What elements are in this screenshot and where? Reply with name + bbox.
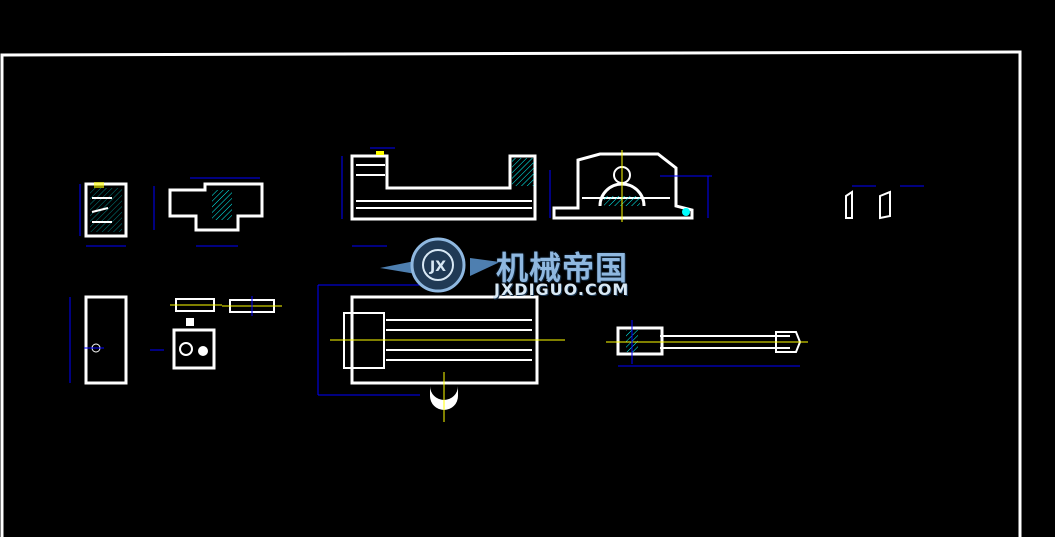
part-a-side-view xyxy=(153,177,264,247)
part-b-front-view xyxy=(69,295,128,385)
part-b-pin-view xyxy=(222,296,282,316)
drawing-frame xyxy=(0,50,1022,537)
part-c-plan-view xyxy=(317,284,565,422)
watermark-url: JXDIGUO.COM xyxy=(494,280,630,299)
part-b-top-view xyxy=(150,298,222,370)
part-f-fastener-views xyxy=(845,185,924,220)
part-c-front-view xyxy=(341,147,537,247)
watermark-name: 机械帝国 xyxy=(496,249,629,287)
part-e-shaft-view xyxy=(606,320,808,367)
watermark-logo-emblem: JX xyxy=(380,237,500,293)
watermark-monogram: JX xyxy=(429,259,446,275)
part-a-front-view xyxy=(79,182,128,247)
part-d-front-view xyxy=(549,150,712,222)
